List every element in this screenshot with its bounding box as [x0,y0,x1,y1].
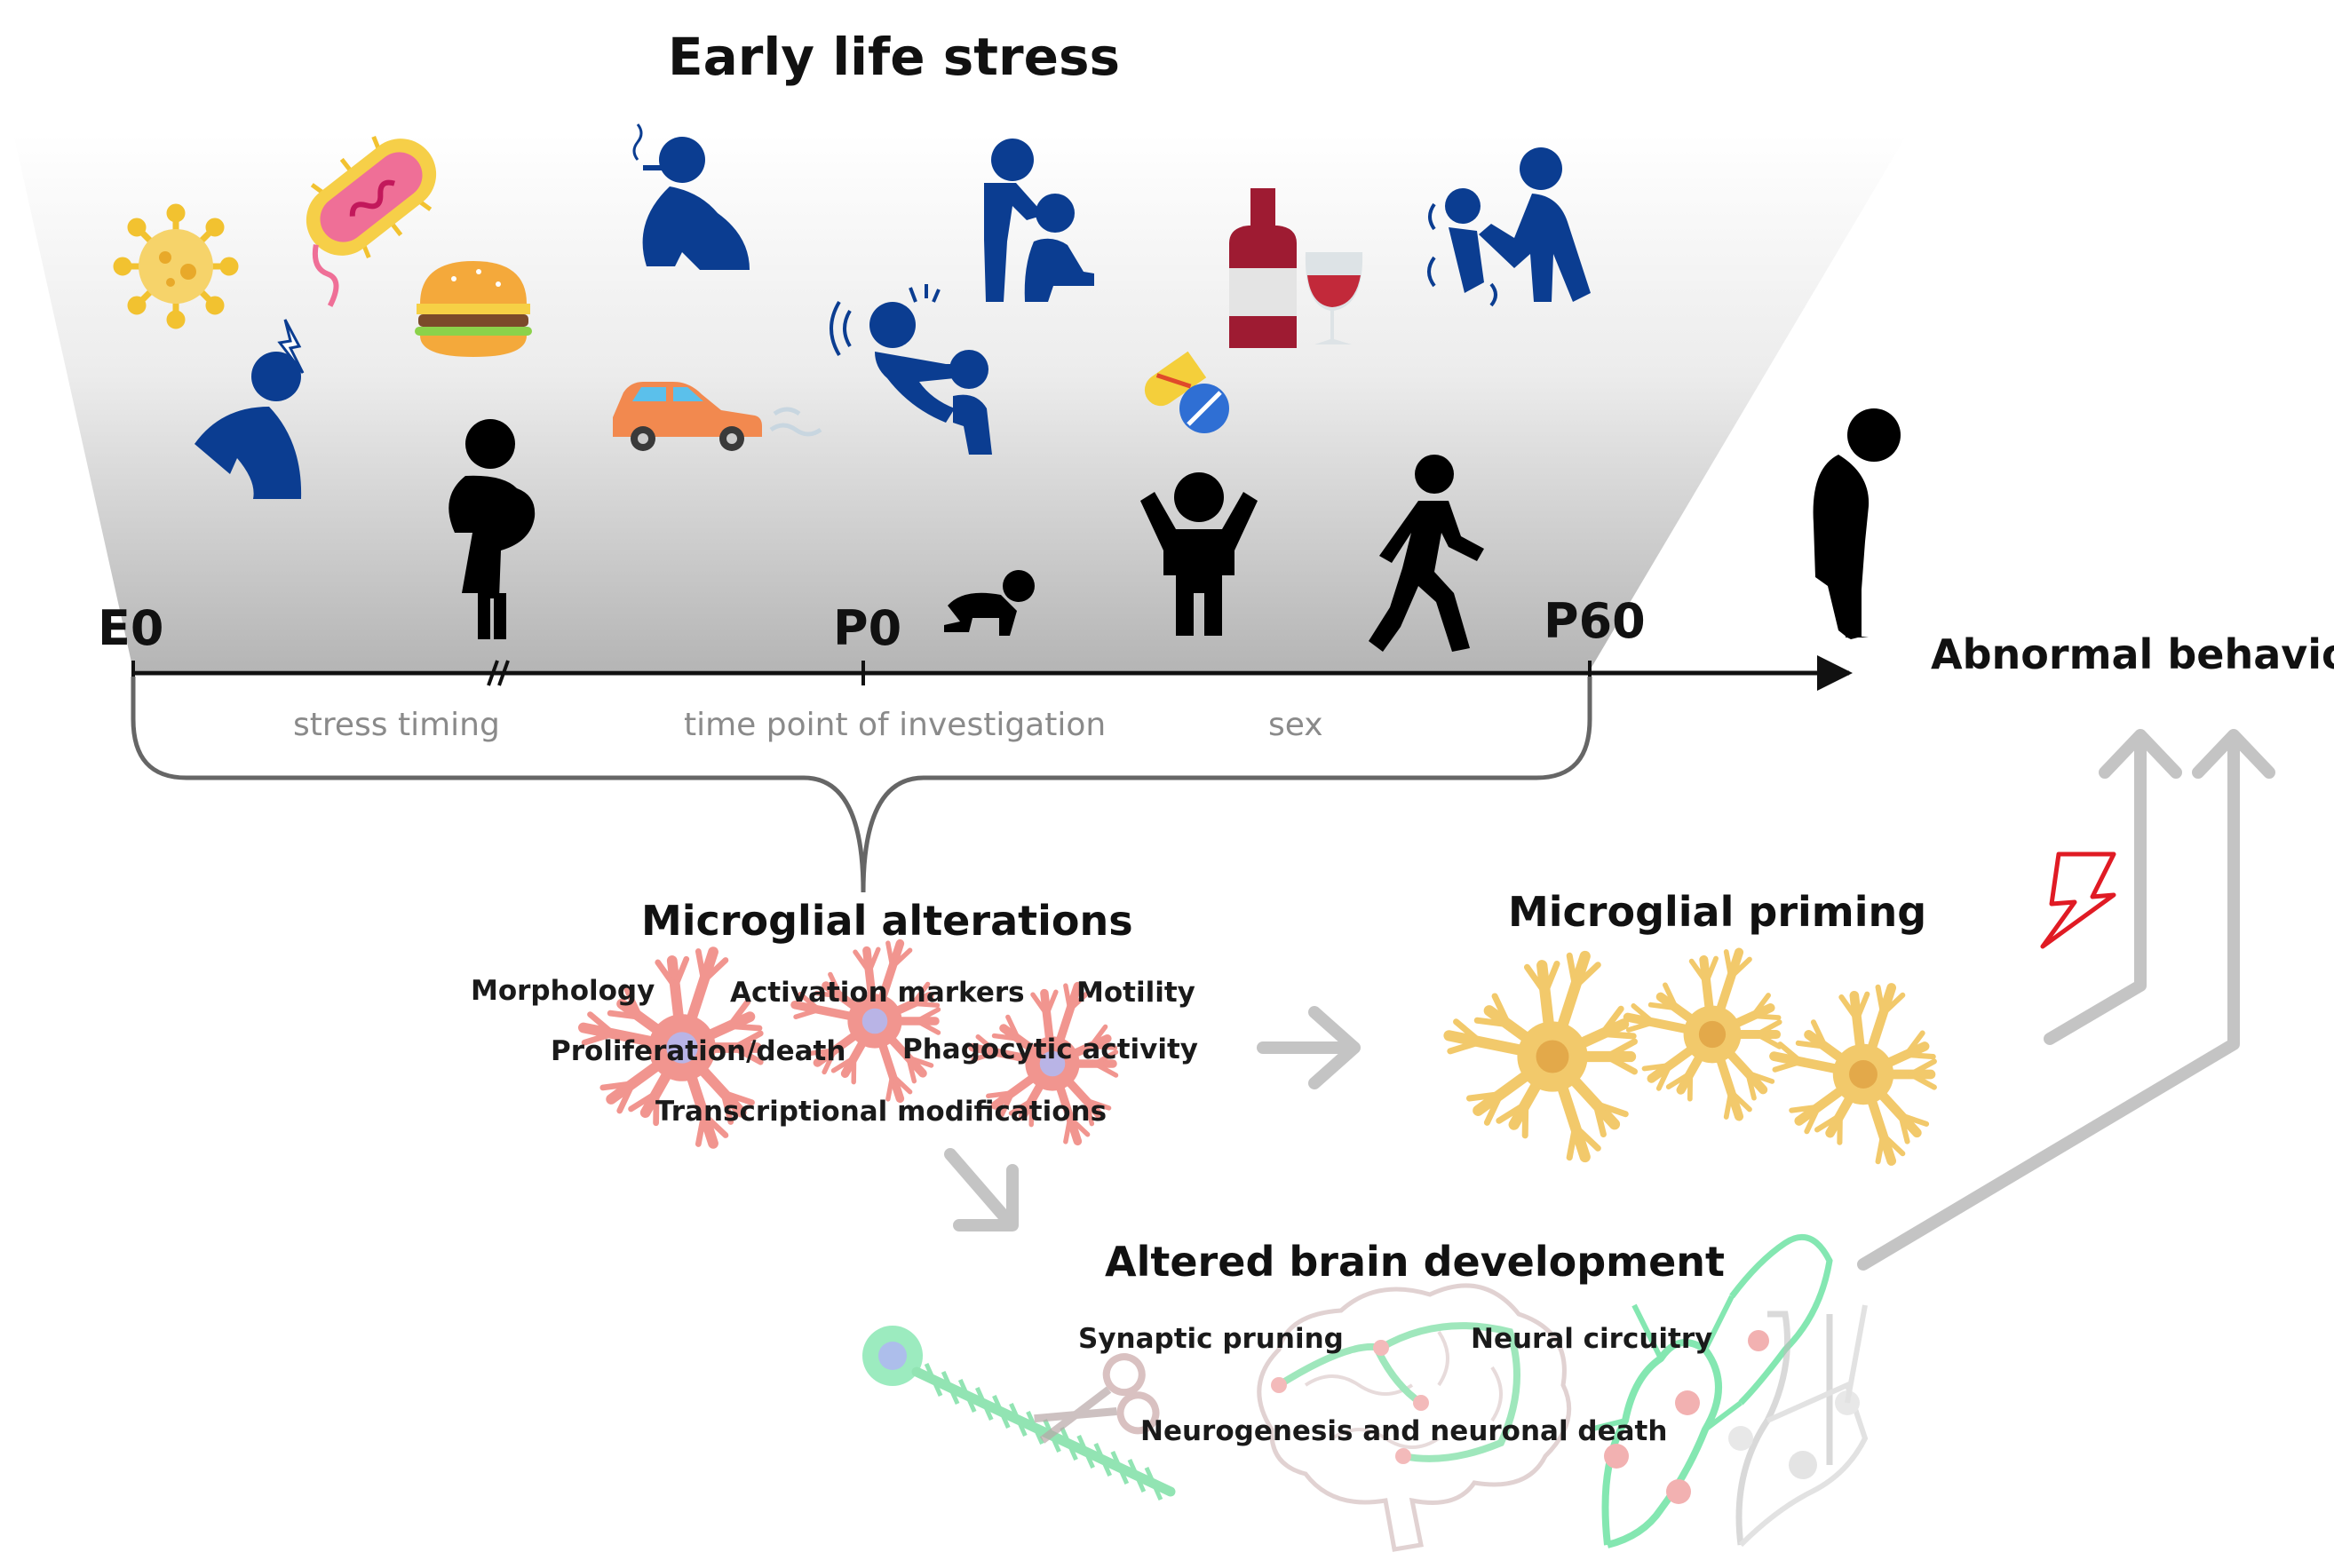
diagram-title: Early life stress [668,27,1120,87]
microglial-priming-title: Microglial priming [1508,888,1926,936]
outcome-label: Abnormal behavior [1931,630,2334,678]
arrow-development-to-behavior [1863,735,2269,1264]
sad-adult-icon [1814,408,1901,639]
microglia-cell-yellow [1628,952,1780,1117]
alteration-activation-markers: Activation markers [730,977,1025,1009]
factor-time-point: time point of investigation [684,707,1106,743]
alteration-transcriptional: Transcriptional modifications [655,1096,1107,1128]
burger-icon [415,261,532,357]
alteration-proliferation-death: Proliferation/death [551,1035,845,1067]
brain-development-title: Altered brain development [1105,1238,1725,1286]
tick-label-e0: E0 [98,600,163,656]
development-neurogenesis: Neurogenesis and neuronal death [1140,1415,1667,1447]
development-synaptic-pruning: Synaptic pruning [1078,1323,1344,1355]
microglia-cell-yellow [1449,955,1635,1157]
alteration-phagocytic-activity: Phagocytic activity [902,1033,1198,1065]
microglia-cell-pink [795,943,938,1099]
factor-stress-timing: stress timing [293,707,500,743]
microglia-yellow-cluster [1449,952,1934,1161]
alteration-morphology: Morphology [471,975,655,1007]
arrow-to-brain-development [950,1154,1012,1225]
lightning-icon [2043,854,2114,946]
development-neural-circuitry: Neural circuitry [1471,1323,1712,1355]
microglia-cell-yellow [1774,987,1933,1161]
alteration-motility: Motility [1076,977,1195,1009]
tick-label-p60: P60 [1544,593,1646,649]
microglial-alterations-title: Microglial alterations [641,897,1133,945]
virus-icon [116,207,235,326]
tick-label-p0: P0 [833,600,901,656]
factor-sex: sex [1268,707,1323,743]
arrow-to-priming [1263,1012,1354,1083]
